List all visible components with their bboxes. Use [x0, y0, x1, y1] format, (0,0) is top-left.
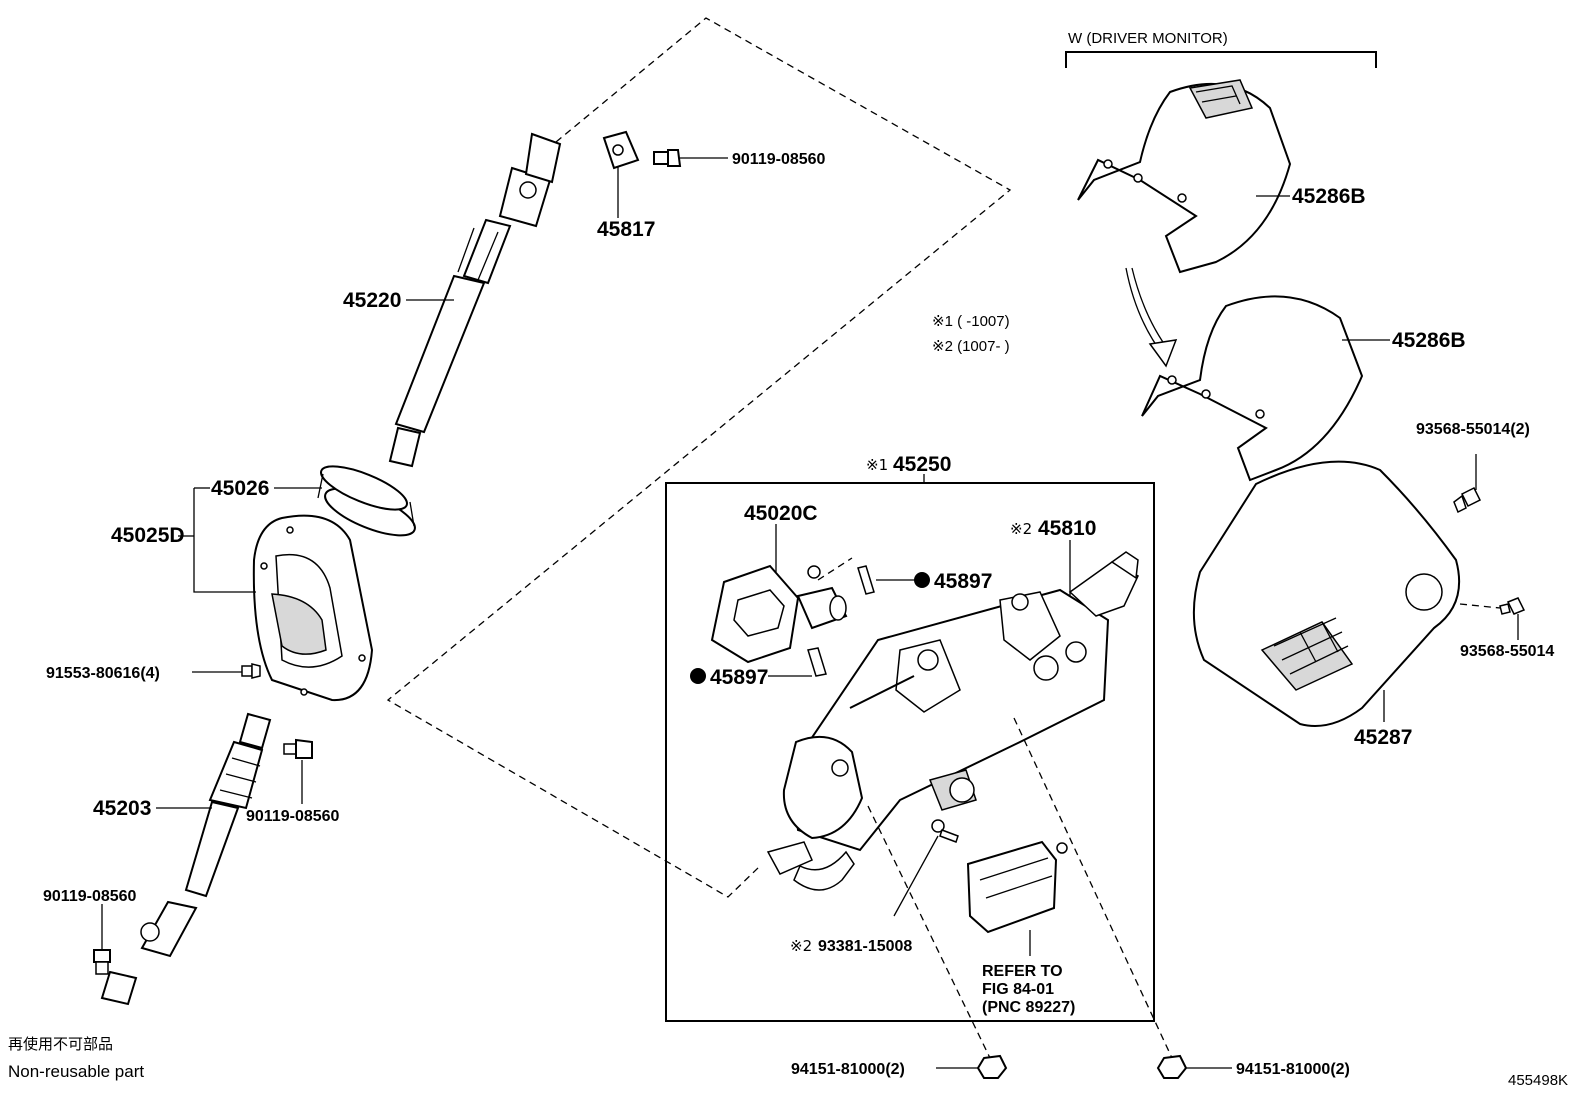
screw-45897-lower — [807, 647, 827, 677]
label-45897-lower: 45897 — [710, 666, 768, 689]
tilt-motor-45020C — [710, 564, 848, 664]
label-90119-mid: 90119-08560 — [246, 808, 340, 825]
date-range-2: ※2 (1007- ) — [932, 338, 1010, 355]
label-90119-low: 90119-08560 — [43, 888, 137, 905]
plate-45817 — [602, 130, 640, 170]
bolt-90119-top — [653, 149, 682, 167]
non-reusable-marker — [690, 668, 706, 684]
assembly-envelope-dashed — [386, 17, 1012, 898]
label-45220: 45220 — [343, 289, 401, 312]
refer-line-3: (PNC 89227) — [982, 999, 1075, 1016]
label-45897-upper: 45897 — [934, 570, 992, 593]
label-45810-mark: ※2 — [1010, 520, 1032, 538]
upper-cover-45286B — [1141, 295, 1364, 482]
label-94151-right: 94151-81000(2) — [1236, 1061, 1350, 1078]
date-range-1: ※1 ( -1007) — [932, 313, 1010, 330]
seal-45026 — [317, 465, 416, 537]
label-45025D: 45025D — [111, 524, 185, 547]
refer-line-1: REFER TO — [982, 963, 1063, 980]
label-91553: 91553-80616(4) — [46, 665, 160, 682]
label-45286B-mid: 45286B — [1392, 329, 1466, 352]
figure-code: 455498K — [1508, 1072, 1568, 1089]
replacement-arrow — [1125, 267, 1178, 368]
driver-monitor-note: W (DRIVER MONITOR) — [1068, 30, 1228, 47]
refer-line-2: FIG 84-01 — [982, 981, 1054, 998]
upper-cover-45286B-driver-monitor — [1077, 79, 1292, 274]
label-93381: 93381-15008 — [818, 938, 912, 955]
column-hole-cover-45025D — [252, 514, 374, 702]
lower-shaft-45203 — [100, 712, 272, 1006]
legend-japanese: 再使用不可部品 — [8, 1035, 113, 1053]
legend-english: Non-reusable part — [8, 1062, 144, 1081]
intermediate-shaft-45220 — [388, 132, 562, 468]
nut-94151-left — [976, 1054, 1008, 1079]
label-45810: 45810 — [1038, 517, 1096, 540]
screw-93381 — [931, 819, 959, 843]
label-45287: 45287 — [1354, 726, 1412, 749]
label-93568-top: 93568-55014(2) — [1416, 421, 1530, 438]
steering-column-45810 — [766, 551, 1139, 891]
non-reusable-marker — [914, 572, 930, 588]
column-assembly-box — [665, 482, 1155, 1022]
label-90119-top: 90119-08560 — [732, 151, 826, 168]
nut-94151-right — [1156, 1054, 1188, 1079]
bolt-90119-mid — [283, 738, 313, 759]
ecu-module-ref-84-01 — [966, 840, 1068, 934]
screw-93568-low — [1499, 597, 1526, 615]
label-93381-mark: ※2 — [790, 937, 812, 955]
screw-45897-upper — [857, 565, 875, 595]
bolt-91553 — [241, 663, 261, 679]
screw-93568-top — [1453, 486, 1482, 514]
label-93568-low: 93568-55014 — [1460, 643, 1554, 660]
bolt-90119-low — [93, 949, 111, 975]
label-45250: 45250 — [893, 453, 951, 476]
label-45020C: 45020C — [744, 502, 818, 525]
label-45026: 45026 — [211, 477, 269, 500]
label-45286B-top: 45286B — [1292, 185, 1366, 208]
label-45250-mark: ※1 — [866, 456, 888, 474]
lower-cover-45287 — [1192, 460, 1461, 727]
label-45203: 45203 — [93, 797, 151, 820]
label-45817: 45817 — [597, 218, 655, 241]
label-94151-left: 94151-81000(2) — [791, 1061, 905, 1078]
